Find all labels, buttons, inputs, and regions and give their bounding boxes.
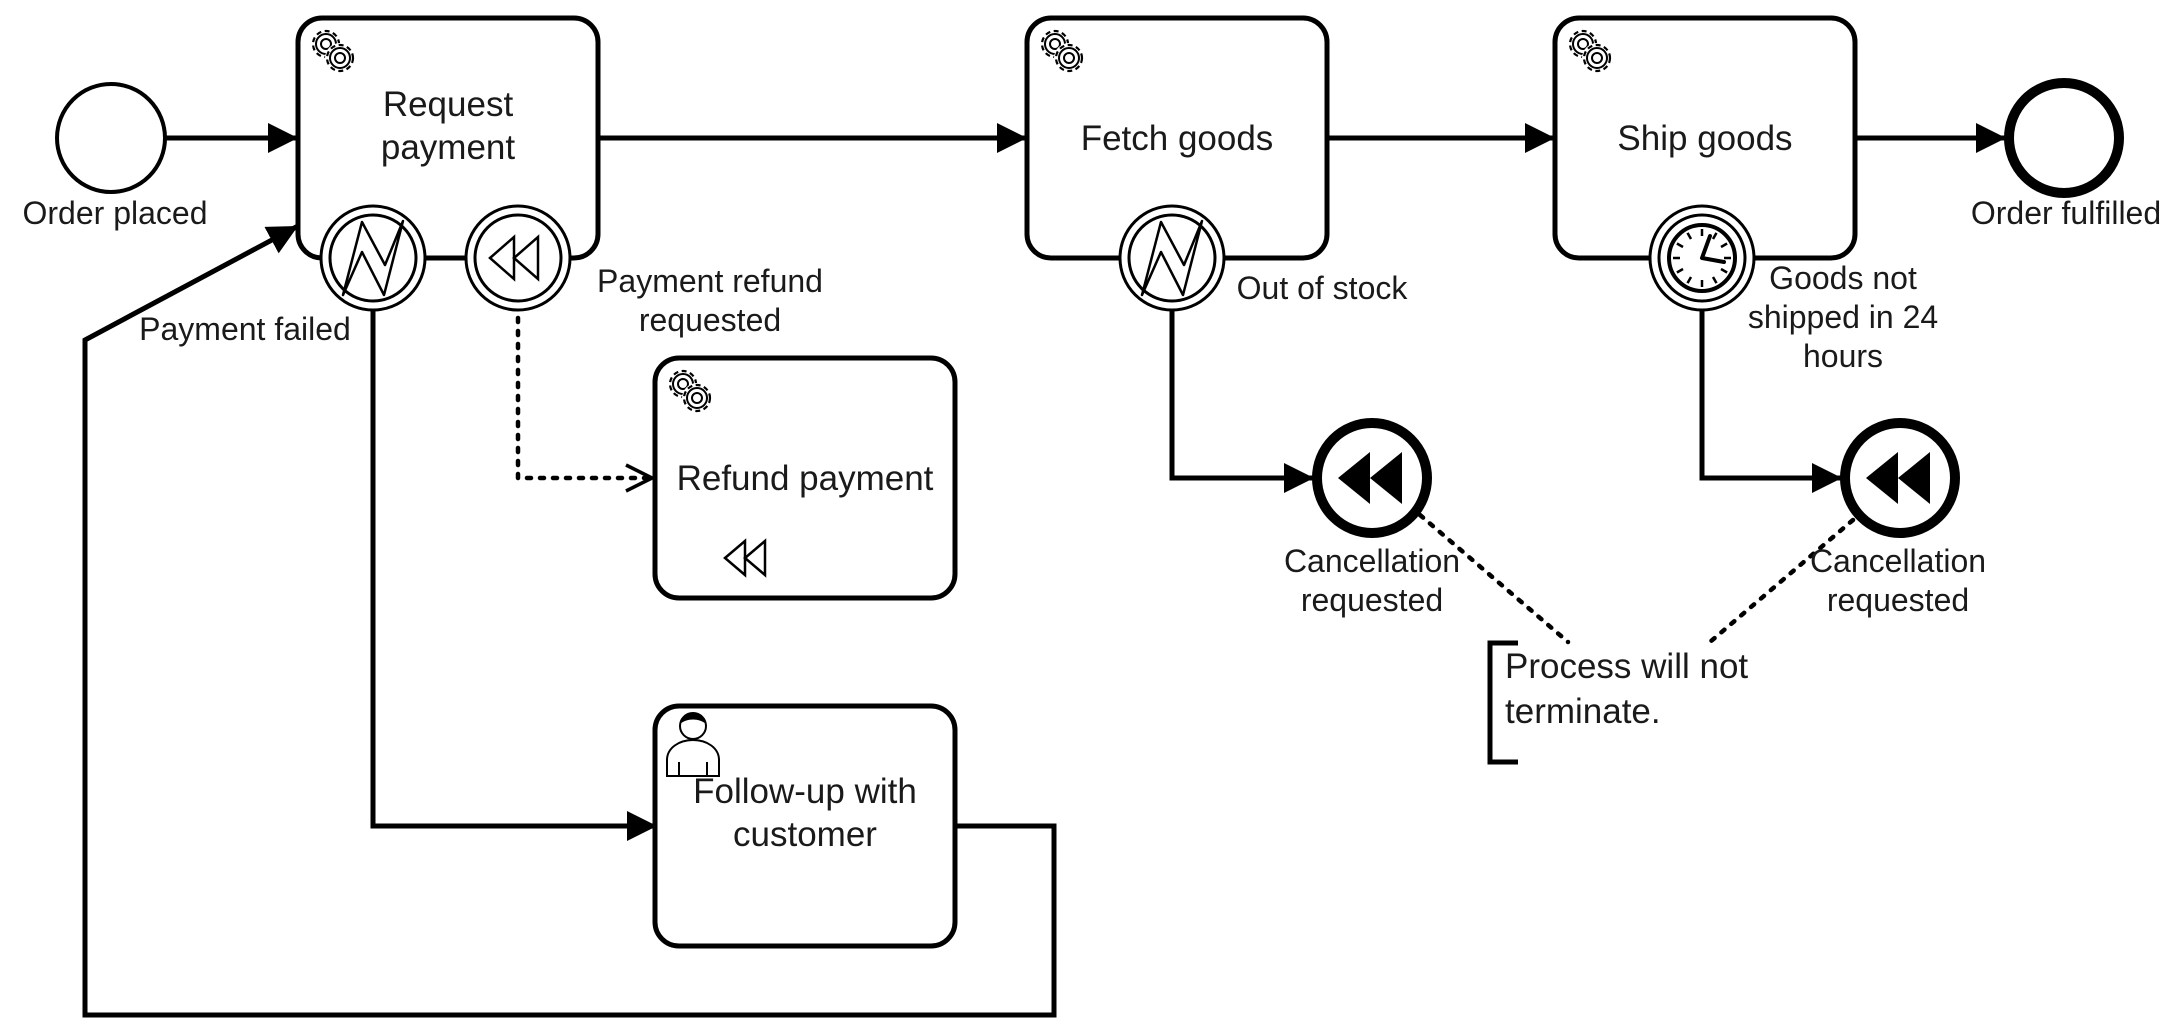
sequence-flows bbox=[82, 123, 2006, 1018]
flow-notshipped-to-cancel bbox=[1699, 310, 1842, 493]
task-follow-up-label-line: Follow-up with bbox=[693, 772, 917, 811]
end-cancel-1-label-line: Cancellation bbox=[1284, 543, 1460, 579]
task-follow-up[interactable] bbox=[652, 703, 958, 949]
boundary-compensation-refund[interactable] bbox=[464, 204, 572, 312]
boundary-error-out-of-stock[interactable] bbox=[1118, 204, 1226, 312]
boundary-not-shipped-label-line: Goods not bbox=[1769, 260, 1917, 296]
boundary-not-shipped-label-line: shipped in 24 bbox=[1748, 299, 1938, 335]
end-cancel-1-label-line: requested bbox=[1301, 582, 1443, 618]
task-request-payment-label: Request payment bbox=[381, 85, 516, 167]
boundary-error-payment-failed[interactable] bbox=[319, 204, 427, 312]
error-icon bbox=[1140, 219, 1204, 297]
end-cancel-2-label-line: Cancellation bbox=[1810, 543, 1986, 579]
task-refund-payment-label: Refund payment bbox=[677, 459, 934, 498]
annotation-text: Process will not terminate. bbox=[1505, 647, 1748, 731]
flow-outofstock-to-cancel bbox=[1169, 310, 1314, 493]
annotation-associations bbox=[1417, 512, 1856, 645]
task-ship-goods-label-line: Ship goods bbox=[1617, 119, 1792, 158]
flow-failed-to-followup bbox=[370, 310, 657, 841]
end-event-cancel-1[interactable] bbox=[1312, 418, 1432, 538]
task-ship-goods-label: Ship goods bbox=[1617, 119, 1792, 158]
task-request-payment[interactable] bbox=[295, 15, 601, 261]
end-event[interactable] bbox=[2004, 78, 2124, 198]
compensation-icon bbox=[488, 234, 540, 282]
boundary-timer-not-shipped[interactable] bbox=[1648, 204, 1756, 312]
end-event-label: Order fulfilled bbox=[1971, 195, 2161, 231]
boundary-refund-requested-label-line: Payment refund bbox=[597, 263, 823, 299]
compensation-marker-icon bbox=[723, 538, 767, 578]
clock-icon bbox=[1667, 223, 1737, 293]
annotation-bracket bbox=[1487, 640, 1518, 765]
task-fetch-goods-label-line: Fetch goods bbox=[1081, 119, 1274, 158]
user-icon bbox=[666, 712, 720, 777]
boundary-payment-failed-label: Payment failed bbox=[139, 311, 351, 347]
start-event-label-line: Order placed bbox=[23, 195, 208, 231]
annotation-text-line: Process will not bbox=[1505, 647, 1748, 686]
annotation-text-line: terminate. bbox=[1505, 692, 1661, 731]
start-event[interactable] bbox=[55, 82, 167, 194]
task-refund-payment-label-line: Refund payment bbox=[677, 459, 934, 498]
error-icon bbox=[341, 219, 405, 297]
compensation-association bbox=[515, 315, 655, 478]
task-follow-up-label-line: customer bbox=[733, 815, 877, 854]
flow-followup-loop bbox=[82, 223, 1057, 1018]
boundary-out-of-stock-label-line: Out of stock bbox=[1237, 270, 1409, 306]
end-event-label-line: Order fulfilled bbox=[1971, 195, 2161, 231]
compensation-icon bbox=[1338, 452, 1402, 504]
boundary-refund-requested-label-line: requested bbox=[639, 302, 781, 338]
start-event-label: Order placed bbox=[23, 195, 208, 231]
task-follow-up-label: Follow-up with customer bbox=[693, 772, 917, 854]
labels: Order placed Order fulfilled Request paymen… bbox=[23, 85, 2162, 854]
end-event-cancel-2[interactable] bbox=[1840, 418, 1960, 538]
boundary-out-of-stock-label: Out of stock bbox=[1237, 270, 1409, 306]
task-refund-payment[interactable] bbox=[652, 355, 958, 601]
compensation-icon bbox=[1866, 452, 1930, 504]
task-fetch-goods-label: Fetch goods bbox=[1081, 119, 1274, 158]
end-cancel-2-label-line: requested bbox=[1827, 582, 1969, 618]
task-request-payment-label-line: payment bbox=[381, 128, 516, 167]
boundary-payment-failed-label-line: Payment failed bbox=[139, 311, 351, 347]
boundary-not-shipped-label-line: hours bbox=[1803, 338, 1883, 374]
task-request-payment-label-line: Request bbox=[383, 85, 514, 124]
